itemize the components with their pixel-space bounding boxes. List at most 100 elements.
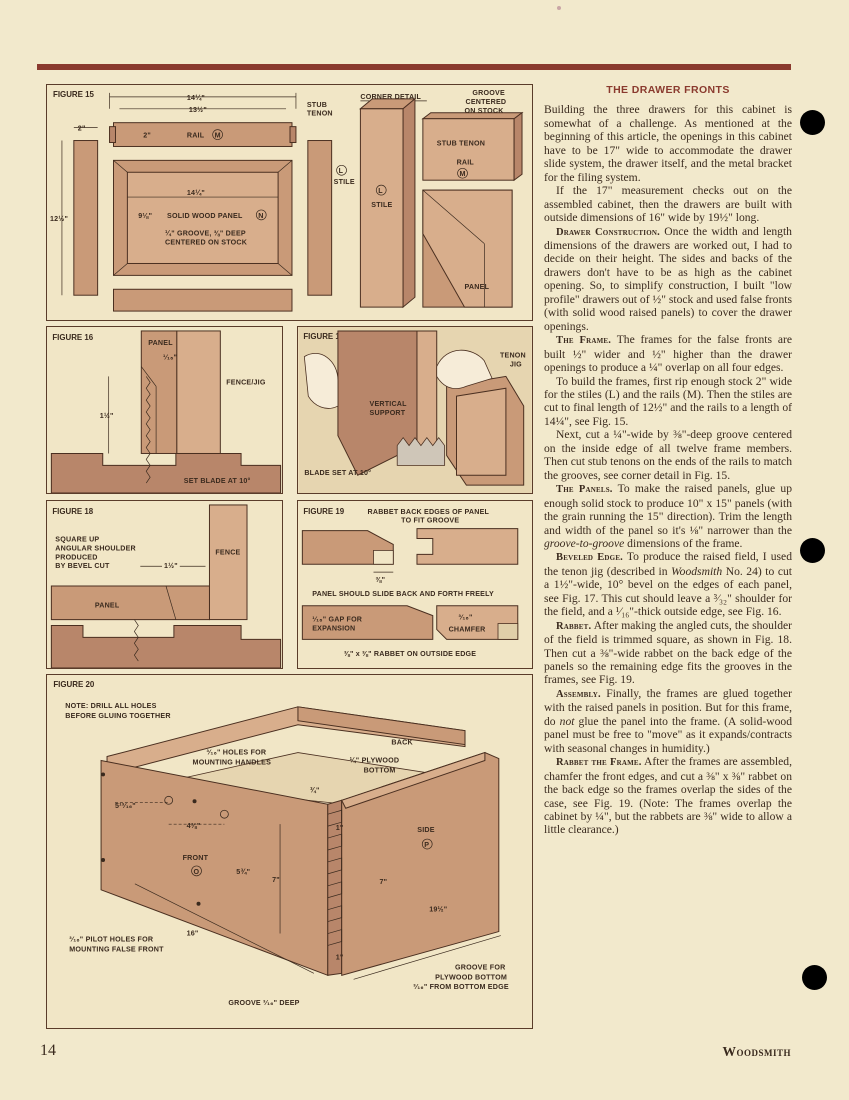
back-label: BACK xyxy=(391,739,413,747)
dim-2: 2" xyxy=(78,125,86,133)
holes-handles-1: ³⁄₁₆" HOLES FOR xyxy=(206,749,266,757)
emphasis: Woodsmith xyxy=(671,564,723,578)
paragraph-4: The Frame. The frames for the false fron… xyxy=(544,333,792,374)
paragraph-1: Building the three drawers for this cabi… xyxy=(544,103,792,184)
paragraph-3: Drawer Construction. Once the width and … xyxy=(544,225,792,334)
stile-label-2: STILE xyxy=(371,201,392,209)
paragraph-6: Next, cut a ¼"-wide by ⅜"-deep groove ce… xyxy=(544,428,792,482)
dim-7b: 7" xyxy=(379,878,387,886)
run-in-head: Drawer Construction. xyxy=(556,226,660,238)
article-heading: THE DRAWER FRONTS xyxy=(606,84,730,96)
tenon-jig-1: TENON xyxy=(500,352,526,360)
paragraph-text: glue the panel into the frame. (A solid-… xyxy=(544,714,792,755)
dim-3-16: ³⁄₁₆" xyxy=(458,614,472,622)
figure-19: FIGURE 19 RABBET BACK EDGES OF PANEL TO … xyxy=(297,500,533,669)
rail-tag: M xyxy=(215,132,221,140)
fence-label: FENCE xyxy=(215,548,240,556)
figure-18: FIGURE 18 FENCE SQUARE UP ANGULAR SHOULD… xyxy=(46,500,283,669)
holes-handles-2: MOUNTING HANDLES xyxy=(193,758,272,766)
paragraph-text: To produce the raised field, I used the … xyxy=(544,550,793,578)
plywood-bottom-1: ¼" PLYWOOD xyxy=(350,757,400,765)
dim-4-3-8: 4⅜" xyxy=(187,822,201,830)
dim-1: 1" xyxy=(336,824,344,832)
paragraph-2: If the 17" measurement checks out on the… xyxy=(544,184,792,225)
magazine-name: Woodsmith xyxy=(722,1044,791,1059)
figure-19-drawing: FIGURE 19 RABBET BACK EDGES OF PANEL TO … xyxy=(301,507,519,658)
binder-hole xyxy=(800,538,825,563)
groove-note-2: CENTERED ON STOCK xyxy=(165,239,248,247)
paragraph-text: After the frames are assembled, chamfer … xyxy=(544,755,792,837)
figure-18-title: FIGURE 18 xyxy=(52,507,93,516)
dim-5-13-16: 5¹³⁄₁₆" xyxy=(115,802,136,810)
note-1: NOTE: DRILL ALL HOLES xyxy=(65,702,156,710)
run-in-head: Rabbet the Frame. xyxy=(556,757,642,769)
rabbet-outside: ⅜" x ⅜" RABBET ON OUTSIDE EDGE xyxy=(344,650,476,658)
groove-centered-3: ON STOCK xyxy=(465,107,505,115)
figure-15-title: FIGURE 15 xyxy=(53,90,95,99)
groove-centered-2: CENTERED xyxy=(466,98,507,106)
groove-plywood-3: ³⁄₁₆" FROM BOTTOM EDGE xyxy=(413,983,509,991)
solid-wood-panel-label: SOLID WOOD PANEL xyxy=(167,212,243,220)
rail-label-2: RAIL xyxy=(457,158,475,166)
panel-label-corner: PANEL xyxy=(465,283,490,291)
side-label: SIDE xyxy=(417,826,434,834)
dim-5-3-4: 5¾" xyxy=(236,868,250,876)
stile-tag: L xyxy=(339,167,344,175)
rabbet-note-1: RABBET BACK EDGES OF PANEL xyxy=(368,508,490,516)
stile-label: STILE xyxy=(334,178,355,186)
run-in-head: Rabbet. xyxy=(556,620,592,632)
blade-set-label: BLADE SET AT 10° xyxy=(304,469,371,477)
rabbet-note-2: TO FIT GROOVE xyxy=(401,517,459,525)
stile-tag-2: L xyxy=(378,187,383,195)
dim-14-1-4: 14¼" xyxy=(187,94,205,102)
groove-plywood-2: PLYWOOD BOTTOM xyxy=(435,973,507,981)
binder-hole xyxy=(800,110,825,135)
rail-tag-2: M xyxy=(460,170,466,178)
page-speck xyxy=(557,6,561,10)
dim-3-8: ⅜" xyxy=(375,576,385,584)
pilot-holes-2: MOUNTING FALSE FRONT xyxy=(69,945,164,953)
front-label: FRONT xyxy=(183,854,209,862)
dim-12-1-2: 12½" xyxy=(50,215,68,223)
gap-note-1: ¹⁄₁₆" GAP FOR xyxy=(312,616,362,624)
paragraph-text: dimensions of the frame. xyxy=(624,536,743,550)
dim-16: 16" xyxy=(187,930,199,938)
top-rule xyxy=(37,64,791,70)
figure-18-drawing: FIGURE 18 FENCE SQUARE UP ANGULAR SHOULD… xyxy=(50,504,282,668)
stub-tenon-2: TENON xyxy=(307,110,333,118)
pilot-holes-1: ³⁄₁₆" PILOT HOLES FOR xyxy=(69,935,154,943)
set-blade-label: SET BLADE AT 10° xyxy=(184,477,251,485)
groove-centered-1: GROOVE xyxy=(472,89,505,97)
square-up-4: BY BEVEL CUT xyxy=(55,562,110,570)
dim-14-1-4b: 14¼" xyxy=(187,189,205,197)
groove-plywood-1: GROOVE FOR xyxy=(455,963,506,971)
figure-19-title: FIGURE 19 xyxy=(303,507,344,516)
square-up-3: PRODUCED xyxy=(55,553,97,561)
groove-note-1: ¼" GROOVE, ⅜" DEEP xyxy=(165,230,246,238)
paragraph-5: To build the frames, first rip enough st… xyxy=(544,374,792,428)
figure-15: FIGURE 15 14¼" 13½" 2" 2" RAIL M STUB TE… xyxy=(46,84,533,321)
dim-1-1-2: 1½" xyxy=(100,412,114,420)
paragraph-9: Rabbet. After making the angled cuts, th… xyxy=(544,619,792,687)
page-number: 14 xyxy=(40,1042,56,1059)
figure-17-title: FIGURE 17 xyxy=(303,332,344,341)
figure-20-drawing: FIGURE 20 NOTE: DRILL ALL HOLES BEFORE G… xyxy=(53,680,509,1007)
plywood-bottom-2: BOTTOM xyxy=(364,766,396,774)
rail-label: RAIL xyxy=(187,132,205,140)
tenon-jig-2: JIG xyxy=(510,361,522,369)
figure-15-drawing: FIGURE 15 14¼" 13½" 2" 2" RAIL M STUB TE… xyxy=(50,89,524,312)
slide-note: PANEL SHOULD SLIDE BACK AND FORTH FREELY xyxy=(312,590,494,598)
panel-label: PANEL xyxy=(148,339,173,347)
paragraph-8: Beveled Edge. To produce the raised fiel… xyxy=(544,550,792,618)
groove-deep: GROOVE ³⁄₁₆" DEEP xyxy=(228,999,299,1007)
dim-1-16: ¹⁄₁₆" xyxy=(163,354,177,362)
stub-tenon-1: STUB xyxy=(307,101,327,109)
dim-19-1-2: 19½" xyxy=(429,906,447,914)
figure-20: FIGURE 20 NOTE: DRILL ALL HOLES BEFORE G… xyxy=(46,674,533,1029)
figure-16-title: FIGURE 16 xyxy=(52,333,93,342)
paragraph-text: Finally, the frames are glued together w… xyxy=(544,686,792,728)
dim-7: 7" xyxy=(272,876,280,884)
side-tag: P xyxy=(424,841,429,849)
square-up-2: ANGULAR SHOULDER xyxy=(55,544,136,552)
figure-16: FIGURE 16 PANEL ¹⁄₁₆" FENCE/JIG 1½" SET … xyxy=(46,326,283,494)
